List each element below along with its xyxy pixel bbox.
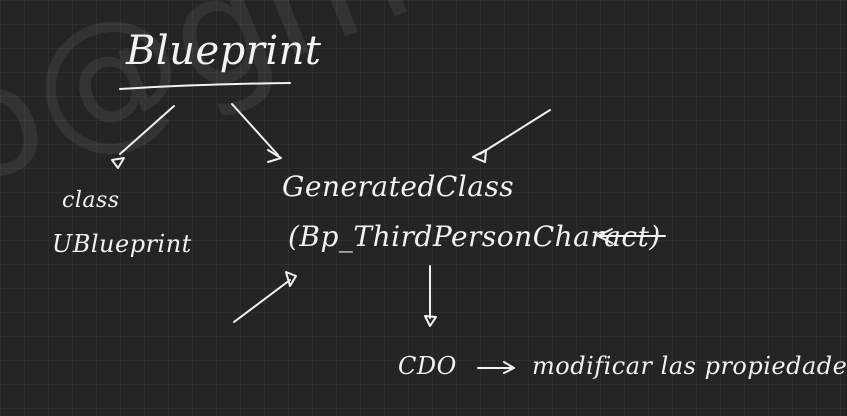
class-keyword-label: class [62, 188, 120, 213]
arrow-blueprint-to-generatedclass [231, 103, 279, 156]
blueprint-label: Blueprint [126, 28, 322, 74]
bp-class-label: (Bp_ThirdPersonCharact) [288, 220, 661, 253]
ublueprint-label: UBlueprint [52, 230, 192, 258]
arrowhead-ublueprint [111, 157, 125, 169]
arrow-into-bp-lower [233, 279, 291, 323]
arrow-into-generatedclass [479, 109, 551, 155]
arrowhead-cdo [424, 315, 437, 327]
generated-class-label: GeneratedClass [282, 170, 515, 203]
cdo-note-label: modificar las propiedades [532, 352, 847, 380]
arrow-blueprint-to-ublueprint [119, 105, 175, 155]
arrowhead-cdo-to-note [503, 361, 515, 374]
arrowhead-into-bp-lower [285, 271, 297, 287]
cdo-label: CDO [398, 352, 457, 380]
arrowhead-into-bp-class [597, 228, 613, 244]
blueprint-underline [119, 82, 291, 90]
arrowhead-generatedclass [267, 149, 282, 163]
arrowhead-into-generatedclass [472, 149, 487, 163]
